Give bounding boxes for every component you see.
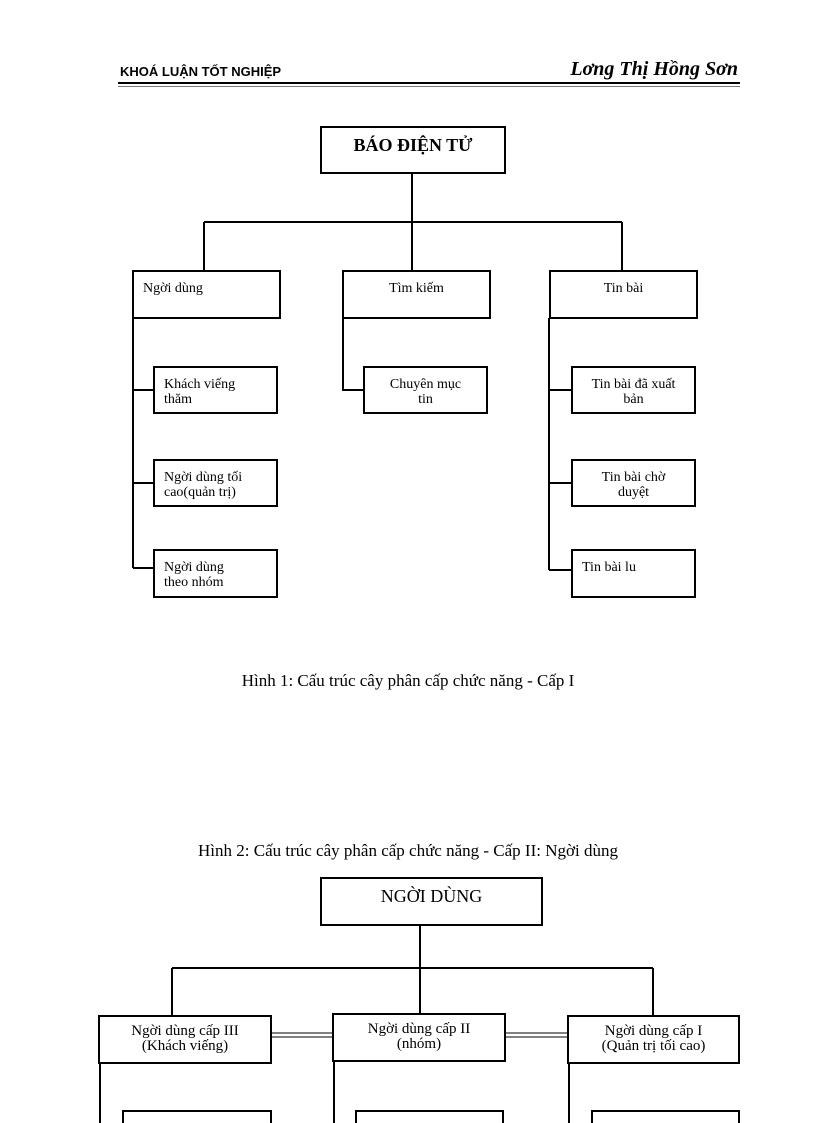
branch-tim-kiem: Tìm kiếm: [342, 270, 491, 319]
node-chuyen-muc-tin: Chuyên mục tin: [363, 366, 488, 414]
node-nguoi-dung-cap-1: Ngời dùng cấp I (Quản trị tối cao): [567, 1015, 740, 1064]
node-tin-bai-da-xuat-ban: Tin bài đã xuất bản: [571, 366, 696, 414]
header-rule-thin: [118, 86, 740, 87]
root-box-nguoi-dung: NGỜI DÙNG: [320, 877, 543, 926]
node-nguoi-dung-cap-2: Ngời dùng cấp II (nhóm): [332, 1013, 506, 1062]
node-nguoi-dung-cap-3: Ngời dùng cấp III (Khách viếng): [98, 1015, 272, 1064]
figure2-caption: Hình 2: Cấu trúc cây phân cấp chức năng …: [198, 841, 618, 860]
node-nguoi-dung-toi-cao: Ngời dùng tối cao(quản trị): [153, 459, 278, 507]
header-author: Lơng Thị Hồng Sơn: [570, 58, 738, 80]
root-box-bao-dien-tu: BÁO ĐIỆN TỬ: [320, 126, 506, 174]
branch-tin-bai: Tin bài: [549, 270, 698, 319]
header-rule: [118, 82, 740, 84]
node-nguoi-dung-theo-nhom: Ngời dùng theo nhóm: [153, 549, 278, 598]
branch-nguoi-dung: Ngời dùng: [132, 270, 281, 319]
node-cut-off-left: [122, 1110, 272, 1123]
figure1-caption: Hình 1: Cấu trúc cây phân cấp chức năng …: [241, 671, 575, 690]
node-cut-off-right: [591, 1110, 740, 1123]
node-tin-bai-lu: Tin bài lu: [571, 549, 696, 598]
node-khach-vieng-tham: Khách viếng thăm: [153, 366, 278, 414]
header-title: KHOÁ LUẬN TỐT NGHIỆP: [120, 64, 282, 79]
node-cut-off-middle: [355, 1110, 504, 1123]
node-tin-bai-cho-duyet: Tin bài chờ duyệt: [571, 459, 696, 507]
